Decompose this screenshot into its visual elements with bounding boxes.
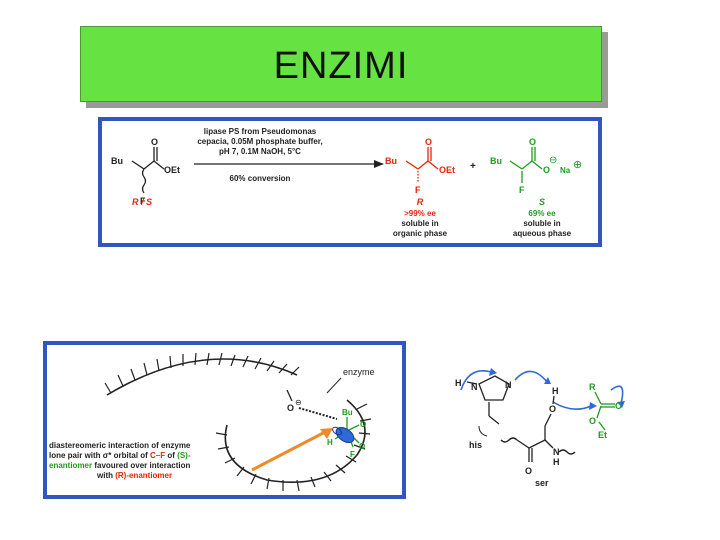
mech-h1: H: [455, 378, 462, 388]
title-box: ENZIMI: [80, 26, 602, 102]
product-s-o: O: [529, 137, 536, 147]
product-s-minus: ⊖: [549, 155, 557, 166]
enzyme-surface-lower: [224, 399, 366, 483]
mech-h3: H: [553, 457, 560, 467]
ester-bonds: [594, 391, 615, 431]
arrowhead-carbonyl: [617, 401, 625, 408]
arrowhead-his-1: [489, 368, 497, 376]
substrate-oet: OEt: [164, 165, 180, 175]
mech-h2: H: [552, 386, 559, 396]
product-s: [509, 147, 543, 183]
substrate-o: O: [151, 137, 158, 147]
product-r-bu: Bu: [385, 156, 397, 166]
arrow-ser: [552, 401, 592, 410]
caption-line-1: diastereomeric interaction of enzyme: [49, 441, 191, 450]
pocket-f: F: [350, 450, 355, 459]
arrow-carbonyl: [610, 385, 624, 405]
mech-n1: N: [471, 382, 478, 392]
enzyme-label: enzyme: [343, 367, 375, 377]
enzyme-interaction-panel: enzyme O ⊖ Bu O O H F diastereomeric int…: [43, 341, 406, 499]
mech-o-ester: O: [589, 416, 596, 426]
caption-line-4: with (R)-enantiomer: [96, 471, 172, 480]
caption-line-2d: (S)-: [177, 451, 191, 460]
his-wavy: [478, 425, 488, 437]
conditions-line-2: cepacia, 0.05M phosphate buffer,: [197, 137, 322, 146]
plus-sign: +: [470, 161, 476, 172]
mech-his: his: [469, 440, 482, 450]
product-r: [405, 147, 439, 183]
arrowhead-ser: [589, 402, 597, 410]
pocket-h: H: [327, 438, 333, 447]
product-r-ee: >99% ee: [404, 209, 436, 218]
orange-arrowhead: [320, 428, 333, 439]
arrow-his-1: [460, 370, 492, 391]
caption-line-2: lone pair with σ* orbital of C–F of (S)-: [49, 451, 191, 460]
pocket-o2: O: [359, 442, 365, 451]
reaction-arrowhead: [374, 160, 384, 168]
mech-ser: ser: [535, 478, 549, 488]
mechanism-svg: H N N his H O N H O ser: [455, 368, 625, 488]
oh-bond: [552, 395, 555, 405]
product-s-o-anion: O: [543, 165, 550, 175]
enzyme-minus: ⊖: [295, 398, 302, 407]
product-r-phase-1: soluble in: [401, 219, 438, 228]
substrate: [131, 147, 165, 194]
product-s-ee: 69% ee: [528, 209, 556, 218]
caption-line-2b: C–F: [150, 451, 165, 460]
pocket-bu: Bu: [342, 408, 353, 417]
product-s-f: F: [519, 185, 525, 195]
mech-r: R: [589, 382, 596, 392]
interaction-dashes: [298, 407, 338, 420]
mech-n2: N: [505, 380, 512, 390]
enzyme-hatching-upper: [104, 352, 300, 394]
caption-line-4b: (R)-enantiomer: [115, 471, 172, 480]
caption-line-3a: enantiomer: [49, 461, 92, 470]
mech-o-carbonyl: O: [615, 401, 622, 411]
mechanism-panel: H N N his H O N H O ser: [449, 356, 649, 499]
substrate-bu: Bu: [111, 156, 123, 166]
product-r-oet: OEt: [439, 165, 455, 175]
mech-o-amide: O: [525, 466, 532, 476]
arrowhead-his-2: [544, 377, 551, 384]
page-title: ENZIMI: [273, 44, 409, 87]
arrow-his-2: [514, 370, 548, 383]
product-s-label: S: [539, 197, 545, 207]
caption-line-4a: with: [96, 471, 115, 480]
enzyme-interaction-svg: enzyme O ⊖ Bu O O H F diastereomeric int…: [49, 352, 375, 492]
serine-backbone: [500, 413, 576, 462]
mech-o-ser: O: [549, 404, 556, 414]
product-r-o: O: [425, 137, 432, 147]
enzyme-label-pointer: [326, 377, 342, 394]
orange-pointer-arrow: [251, 429, 328, 472]
sigma-star-orbital: [335, 426, 355, 444]
mech-n3: N: [553, 447, 560, 457]
conditions-line-3: pH 7, 0.1M NaOH, 5°C: [219, 147, 301, 156]
product-s-phase-2: aqueous phase: [513, 229, 572, 238]
caption-line-2a: lone pair with σ* orbital of: [49, 451, 150, 460]
caption-line-3b: favoured over interaction: [92, 461, 190, 470]
substrate-stereo: R / S: [132, 197, 152, 207]
product-r-phase-2: organic phase: [393, 229, 448, 238]
product-s-plus: ⊕: [573, 159, 582, 171]
substrate-f: F: [140, 196, 146, 206]
product-r-label: R: [417, 197, 424, 207]
product-r-f: F: [415, 185, 421, 195]
caption-line-2c: of: [165, 451, 177, 460]
conditions-line-1: lipase PS from Pseudomonas: [204, 127, 317, 136]
enzyme-hatching-lower: [215, 403, 372, 492]
mech-et: Et: [598, 430, 607, 440]
conditions-line-4: 60% conversion: [230, 174, 291, 183]
enzyme-surface-upper: [106, 358, 298, 396]
oxygen-bond: [286, 389, 293, 402]
enzyme-oxygen: O: [287, 403, 294, 413]
reaction-scheme-svg: Bu O OEt F R / S lipase PS from Pseudomo…: [111, 127, 582, 238]
pocket-o1: O: [360, 420, 366, 429]
caption-line-3: enantiomer favoured over interaction: [49, 461, 190, 470]
product-s-na: Na: [560, 166, 571, 175]
product-s-phase-1: soluble in: [523, 219, 560, 228]
imidazole-ring: [466, 375, 510, 425]
reaction-scheme-panel: Bu O OEt F R / S lipase PS from Pseudomo…: [98, 117, 602, 247]
product-s-bu: Bu: [490, 156, 502, 166]
